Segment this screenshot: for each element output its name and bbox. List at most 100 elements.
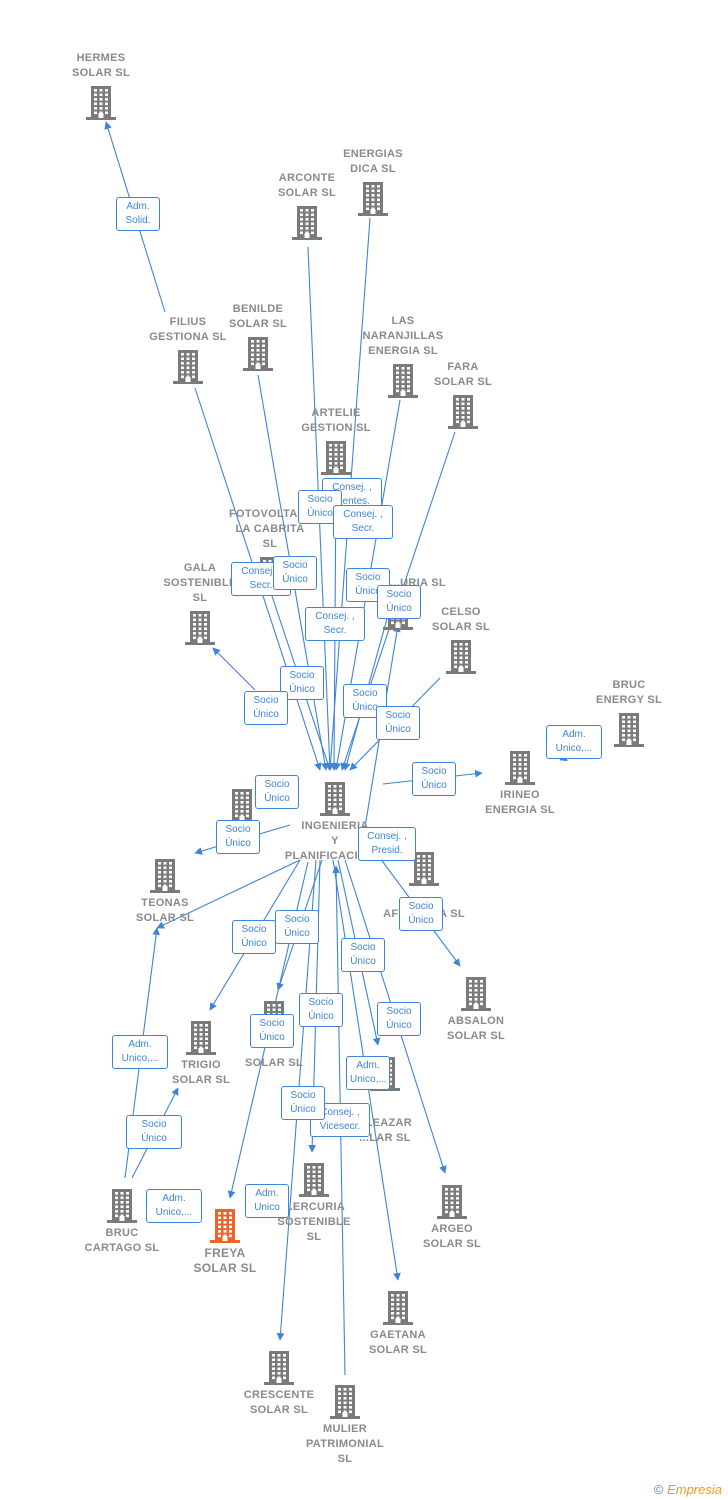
role-tag[interactable]: Adm. Unico,...: [546, 725, 602, 759]
role-tag[interactable]: Socio Único: [126, 1115, 182, 1149]
role-tag[interactable]: Socio Único: [377, 585, 421, 619]
company-name-line: SOLAR SL: [446, 1030, 505, 1042]
building-icon: [243, 337, 273, 371]
company-name-line: SL: [192, 592, 208, 604]
company-name-line: ENERGIA SL: [368, 345, 438, 357]
company-name-line: BENILDE: [232, 303, 284, 315]
role-tag[interactable]: Socio Único: [244, 691, 288, 725]
company-name-line: SOLAR SL: [249, 1404, 308, 1416]
role-tag[interactable]: Adm. Unico,...: [346, 1056, 390, 1090]
building-icon: [264, 1351, 294, 1385]
building-icon: [173, 350, 203, 384]
role-tag[interactable]: Adm. Unico: [245, 1184, 289, 1218]
company-name-line: GAETANA: [370, 1329, 426, 1341]
copyright-footer: © Empresia: [654, 1482, 722, 1497]
copyright-symbol: ©: [653, 1482, 664, 1497]
role-tag[interactable]: Socio Único: [399, 897, 443, 931]
role-tag[interactable]: Socio Único: [281, 1086, 325, 1120]
company-name-line: SOLAR SL: [431, 621, 490, 633]
building-icon: [330, 1385, 360, 1419]
company-name-line: SL: [306, 1231, 322, 1243]
role-tag[interactable]: Socio Único: [299, 993, 343, 1027]
building-icon: [448, 395, 478, 429]
company-name: ELEAZAR...LAR SL: [325, 1116, 445, 1146]
company-name-line: SOLAR SL: [244, 1057, 303, 1069]
role-tag[interactable]: Socio Único: [273, 556, 317, 590]
role-tag[interactable]: Adm. Unico,...: [112, 1035, 168, 1069]
role-tag[interactable]: Socio Único: [255, 775, 299, 809]
role-tag[interactable]: Socio Único: [377, 1002, 421, 1036]
role-tag[interactable]: Socio Único: [275, 910, 319, 944]
relation-edge: [359, 624, 401, 859]
company-name-line: TRIGIO: [181, 1059, 221, 1071]
role-tag[interactable]: Consej. , Secr.: [333, 505, 393, 539]
company-name-line: MULIER: [323, 1423, 367, 1435]
company-node-filius[interactable]: FILIUS GESTIONA SL: [128, 315, 248, 385]
company-name-line: SOSTENIBLE: [277, 1216, 351, 1228]
role-tag[interactable]: Consej. , Presid.: [358, 827, 416, 861]
company-name-line: GESTIONA SL: [149, 331, 227, 343]
building-icon: [446, 640, 476, 674]
building-icon: [505, 751, 535, 785]
role-tag[interactable]: Adm. Solid.: [116, 197, 160, 231]
role-tag[interactable]: Socio Único: [216, 820, 260, 854]
company-name-line: BRUC: [612, 679, 646, 691]
company-name-line: FILIUS: [169, 316, 207, 328]
role-tag[interactable]: Socio Único: [412, 762, 456, 796]
role-tag[interactable]: Socio Único: [232, 920, 276, 954]
company-name-line: HERMES: [76, 52, 126, 64]
building-icon: [107, 1189, 137, 1223]
building-icon: [185, 611, 215, 645]
company-name-line: PATRIMONIAL: [305, 1438, 385, 1450]
building-icon: [150, 859, 180, 893]
company-node-celso[interactable]: CELSO SOLAR SL: [401, 605, 521, 675]
brand-name[interactable]: Empresia: [667, 1482, 722, 1497]
role-tag[interactable]: Socio Único: [250, 1014, 294, 1048]
company-name-line: ELEAZAR: [357, 1117, 413, 1129]
role-tag[interactable]: Consej. , Secr.: [305, 607, 365, 641]
building-icon: [614, 713, 644, 747]
relation-edge: [156, 859, 301, 929]
role-tag[interactable]: Socio Único: [341, 938, 385, 972]
company-name-line: LAS: [391, 315, 415, 327]
building-icon: [383, 1291, 413, 1325]
building-icon: [388, 364, 418, 398]
company-name-line: ENERGY SL: [595, 694, 663, 706]
building-icon: [227, 789, 257, 823]
company-name-line: FOTOVOLTAI...: [228, 508, 312, 520]
building-icon: [186, 1021, 216, 1055]
role-tag[interactable]: Socio Único: [376, 706, 420, 740]
role-tag[interactable]: Adm. Unico,...: [146, 1189, 202, 1223]
company-node-bruc-energy[interactable]: BRUC ENERGY SL: [569, 678, 689, 748]
company-name-line: CELSO: [441, 606, 481, 618]
